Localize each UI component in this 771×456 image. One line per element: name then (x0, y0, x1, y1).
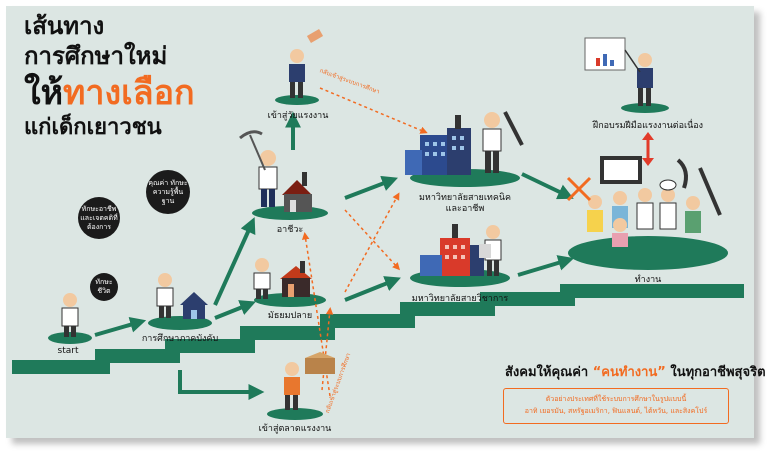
bubble-career-skills: ทักษะอาชีพและเจตคติที่ต้องการ (78, 197, 120, 239)
engineer-figure-tech (482, 111, 524, 173)
academic-university-building-icon (420, 224, 484, 276)
example-countries-line-2: อาทิ เยอรมัน, สหรัฐอเมริกา, ฟินแลนด์, ไต… (524, 407, 708, 415)
label-high-school: มัธยมปลาย (267, 311, 313, 321)
platform-training (621, 103, 669, 113)
platform-compulsory (148, 316, 212, 330)
label-tech-university-line2: และอาชีพ (445, 204, 485, 214)
label-tech-university: มหาวิทยาลัยสายเทคนิค (418, 193, 512, 203)
arrow-compulsory-to-labor-market (178, 370, 265, 400)
platform-work (568, 236, 728, 270)
dashed-highschool-to-techuni (344, 192, 400, 293)
arrow-compulsory-to-highschool (214, 300, 256, 320)
dashed-labormarket-to-highschool (321, 307, 334, 391)
arrow-highschool-to-academicuni (344, 276, 401, 302)
label-compulsory: การศึกษาภาคบังคับ (141, 334, 219, 344)
bubble-values: คุณค่า ทักษะ ความรู้พื้นฐาน (146, 170, 190, 214)
arrow-academicuni-to-work (517, 255, 575, 277)
headline-suffix: ในทุกอาชีพสุจริต (665, 365, 766, 380)
label-enter-workforce: เข้าสู่วัยแรงงาน (267, 111, 329, 121)
arrow-start-to-compulsory (94, 316, 147, 337)
arrow-techuni-to-work (521, 172, 574, 200)
vocational-factory-icon (282, 172, 312, 212)
house-icon (180, 292, 208, 319)
example-countries-box: ตัวอย่างประเทศที่ใช้ระบบการศึกษาในรูปแบบ… (503, 388, 729, 424)
infographic-background (6, 6, 754, 438)
society-values-headline: สังคมให้คุณค่า “คนทำงาน” ในทุกอาชีพสุจริ… (505, 361, 766, 382)
title-line-3: ให้ทางเลือก (24, 76, 195, 110)
staircase (12, 284, 744, 374)
headline-highlight: “คนทำงาน” (592, 365, 666, 380)
example-countries-line-1: ตัวอย่างประเทศที่ใช้ระบบการศึกษาในรูปแบบ… (545, 395, 687, 403)
trainer-figure (584, 37, 653, 106)
worker-figure-workforce (289, 29, 324, 98)
label-continuous-training: ฝึกอบรมฝีมือแรงงานต่อเนื่อง (592, 121, 704, 131)
title-line-4: แก่เด็กเยาวชน (24, 115, 162, 140)
dashed-workforce-to-techuni (319, 87, 428, 134)
title-line-3-prefix: ให้ (24, 73, 64, 113)
arrow-compulsory-to-vocational (213, 217, 256, 306)
tech-university-building-icon (405, 115, 471, 175)
worker-figure-labor-market (284, 352, 335, 410)
label-vocational: อาชีวะ (276, 225, 304, 235)
student-figure-start (61, 293, 79, 337)
platform-start (48, 332, 92, 344)
label-work: ทำงาน (634, 275, 662, 285)
student-figure-high-school (253, 258, 271, 299)
headline-prefix: สังคมให้คุณค่า (505, 365, 593, 380)
platform-labor-market (267, 408, 323, 420)
label-academic-university: มหาวิทยาลัยสายวิชาการ (411, 294, 509, 304)
platform-workforce-top (275, 95, 319, 105)
label-labor-market: เข้าสู่ตลาดแรงงาน (258, 424, 332, 434)
title-highlight: ทางเลือก (63, 73, 195, 113)
bubble-life-skills: ทักษะชีวิต (90, 273, 118, 301)
worker-figure-vocational (239, 130, 278, 207)
dashed-vocational-to-academicuni (344, 209, 401, 271)
student-figure-compulsory (156, 273, 174, 318)
label-start: start (57, 346, 79, 356)
arrow-vocational-to-techuni (344, 175, 398, 200)
high-school-building-icon (280, 261, 312, 297)
workers-group-icon (566, 156, 722, 247)
title-line-1: เส้นทาง (24, 12, 105, 40)
reader-figure-academic (479, 225, 502, 276)
title-line-2: การศึกษาใหม่ (24, 42, 168, 70)
